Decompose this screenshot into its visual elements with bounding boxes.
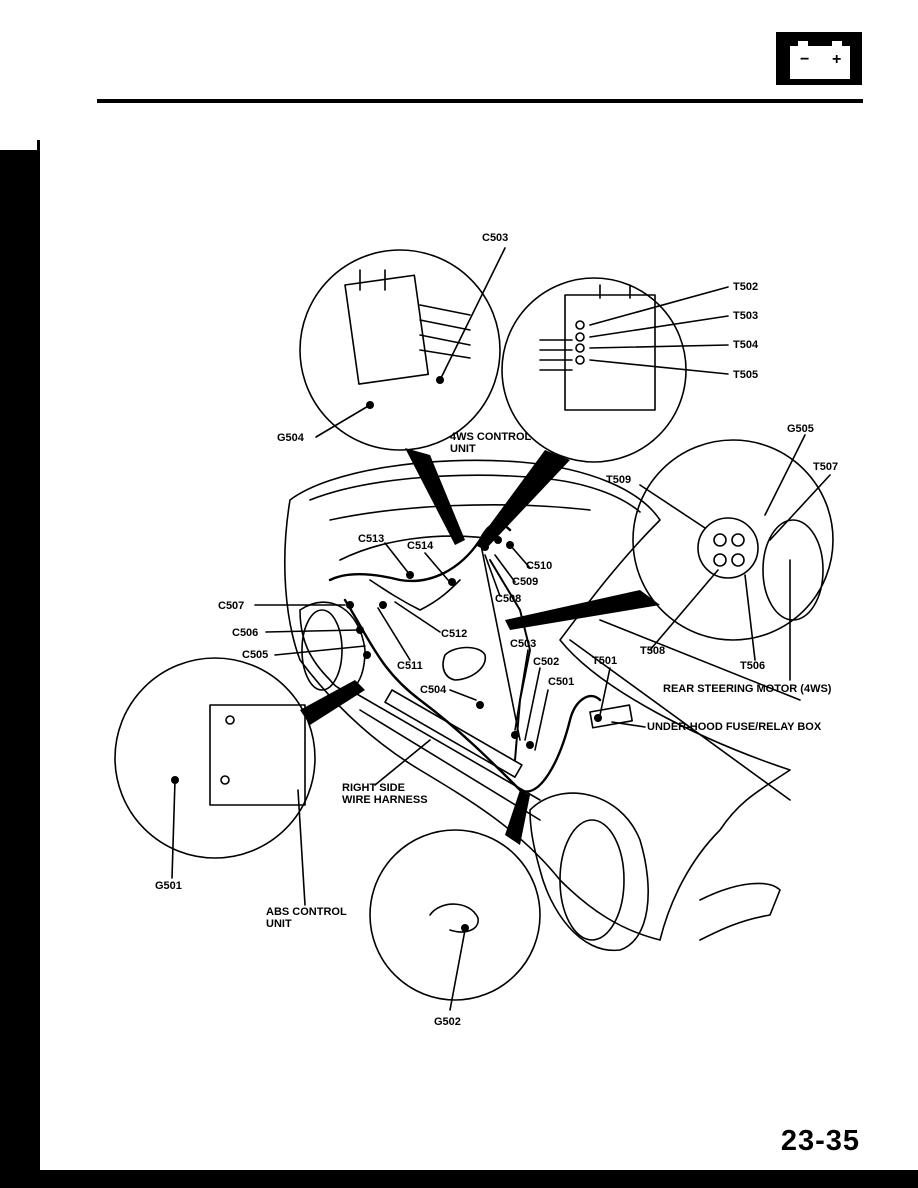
label-g501: G501	[155, 880, 182, 892]
label-c501: C501	[548, 676, 575, 688]
label-c504: C504	[420, 684, 447, 696]
label-c508: C508	[495, 593, 522, 605]
callout-wedge-1	[405, 448, 465, 545]
label-t504: T504	[733, 339, 759, 351]
quarter-line	[599, 619, 801, 701]
label-c513: C513	[358, 533, 385, 545]
rear-wheel-arch	[529, 792, 649, 952]
door-line	[479, 539, 521, 741]
label-t502: T502	[733, 281, 759, 293]
label-c511: C511	[397, 660, 423, 672]
label-right-side-wire-harness: RIGHT SIDE WIRE HARNESS	[342, 782, 428, 806]
label-rear-steering-motor: REAR STEERING MOTOR (4WS)	[663, 683, 832, 695]
label-t501: T501	[592, 655, 618, 667]
engine-harness	[489, 559, 531, 761]
side-mirror	[442, 646, 486, 681]
label-c505: C505	[242, 649, 269, 661]
callout-circle-abs	[114, 657, 316, 859]
rear-deck-line	[569, 639, 791, 801]
label-t506: T506	[740, 660, 766, 672]
callout-circle-c503	[299, 249, 501, 451]
label-c510: C510	[526, 560, 553, 572]
sill-line-2	[359, 709, 541, 821]
label-t505: T505	[733, 369, 759, 381]
label-c503-top: C503	[482, 232, 509, 244]
callout-circle-g502	[369, 829, 541, 1001]
label-t509: T509	[606, 474, 632, 486]
label-c514: C514	[407, 540, 434, 552]
label-c509: C509	[512, 576, 539, 588]
main-harness	[328, 522, 602, 793]
label-c506: C506	[232, 627, 259, 639]
label-4ws-control-unit: 4WS CONTROL UNIT	[450, 431, 532, 455]
callout-wedge-2	[475, 450, 570, 550]
callout-wedge-4	[300, 680, 365, 725]
under-hood-fuse-box	[589, 704, 633, 729]
bottom-edge-bar	[0, 1170, 918, 1188]
rear-bumper	[699, 882, 781, 941]
battery-plus-sign: +	[832, 51, 841, 68]
abs-unit-view	[209, 704, 306, 806]
label-g502: G502	[434, 1016, 461, 1028]
fender-line	[339, 535, 501, 561]
label-c503-mid: C503	[510, 638, 537, 650]
front-wheel	[301, 609, 343, 691]
rear-wheel	[559, 819, 625, 941]
label-g504: G504	[277, 432, 304, 444]
battery-icon: − +	[776, 32, 862, 85]
callout-circle-rear-motor	[632, 439, 834, 641]
page-number: 23-35	[780, 1125, 860, 1157]
label-t503: T503	[733, 310, 759, 322]
label-abs-control-unit: ABS CONTROL UNIT	[266, 906, 347, 930]
label-under-hood-fuse-relay-box: UNDER-HOOD FUSE/RELAY BOX	[647, 721, 822, 733]
label-g505: G505	[787, 423, 814, 435]
hood-line	[329, 503, 591, 521]
callout-wedge-3	[505, 590, 660, 630]
left-edge-mark	[37, 140, 40, 160]
4ws-unit-left-view	[344, 274, 430, 385]
label-t507: T507	[813, 461, 839, 473]
harness-branch	[369, 579, 461, 611]
4ws-unit-right-view	[564, 294, 656, 411]
left-edge-bar	[0, 150, 40, 1170]
callout-wedge-5	[505, 790, 530, 845]
car-body-outline	[284, 459, 791, 941]
label-c507: C507	[218, 600, 245, 612]
label-c502: C502	[533, 656, 560, 668]
label-c512: C512	[441, 628, 468, 640]
header-rule	[97, 99, 863, 103]
harness-sleeve	[384, 689, 523, 778]
sill-line-1	[349, 689, 541, 801]
battery-minus-sign: −	[800, 51, 809, 68]
label-t508: T508	[640, 645, 666, 657]
windshield-outline	[309, 474, 641, 513]
